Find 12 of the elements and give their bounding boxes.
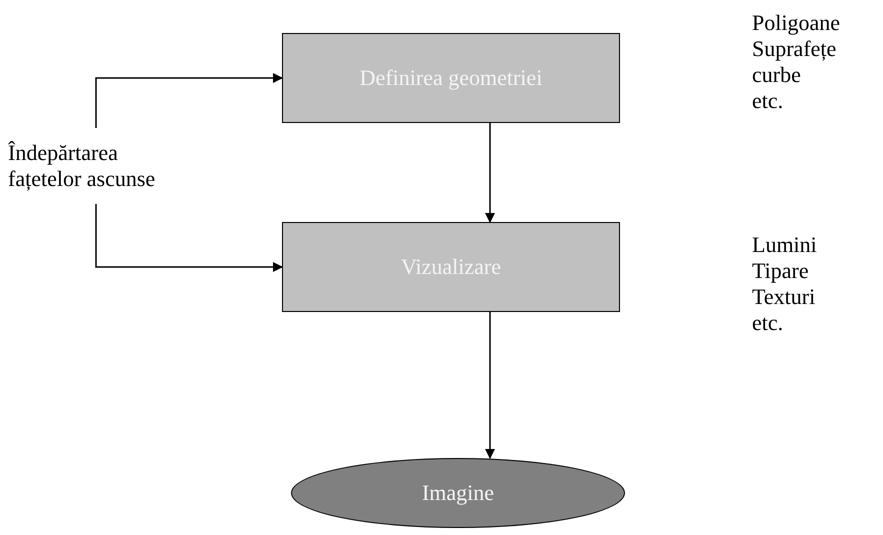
arrow bbox=[485, 312, 495, 459]
note-text: Lumini bbox=[752, 232, 818, 258]
arrow bbox=[95, 204, 283, 272]
arrow bbox=[95, 73, 283, 128]
note-text: Poligoane bbox=[752, 10, 841, 36]
arrow bbox=[485, 123, 495, 223]
note-text: etc. bbox=[752, 88, 784, 114]
note-text: etc. bbox=[752, 310, 784, 336]
note-text: Texturi bbox=[752, 284, 816, 310]
note-text: Tipare bbox=[752, 258, 810, 284]
annotation-text: Îndepărtarea fațetelor ascunse bbox=[8, 128, 188, 204]
output-ellipse: Imagine bbox=[291, 458, 625, 528]
